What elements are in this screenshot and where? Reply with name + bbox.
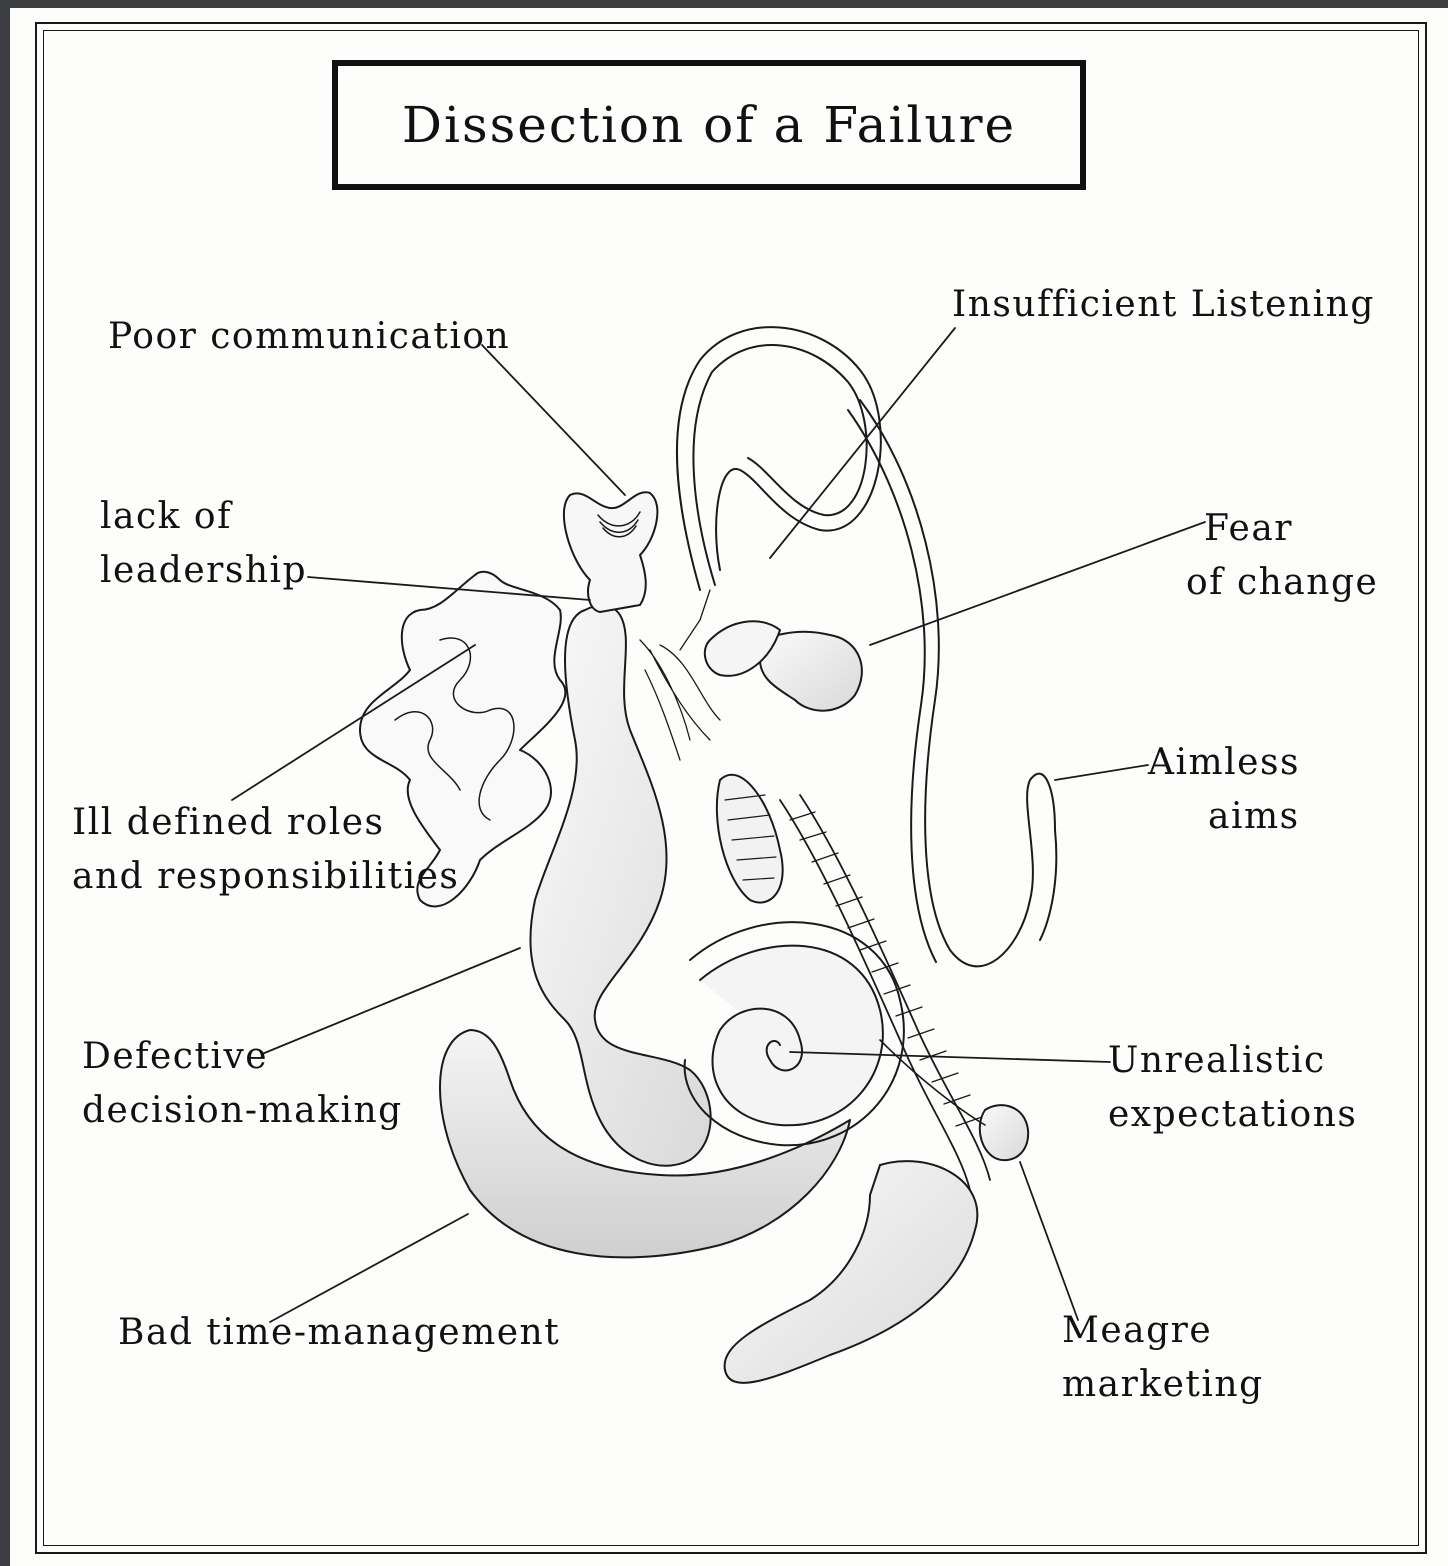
branch-vessels bbox=[640, 590, 720, 760]
leader-insufficient-listening bbox=[770, 328, 955, 558]
label-poor-communication-text: Poor communication bbox=[108, 310, 510, 364]
label-lack-of-leadership-line1: lack of bbox=[100, 490, 307, 544]
label-meagre-line1: Meagre bbox=[1062, 1304, 1264, 1358]
label-aimless-line1: Aimless bbox=[1148, 736, 1300, 790]
label-insufficient-listening: Insufficient Listening bbox=[952, 278, 1375, 332]
label-ill-defined-roles-line2: and responsibilities bbox=[72, 850, 459, 904]
organ-marketing-bulb bbox=[980, 1105, 1028, 1160]
tube-loop-upper-inner bbox=[693, 345, 866, 585]
label-poor-communication: Poor communication bbox=[108, 310, 510, 364]
label-defective-decision-making: Defective decision-making bbox=[82, 1030, 403, 1138]
label-ill-defined-roles-line1: Ill defined roles bbox=[72, 796, 459, 850]
leader-poor-communication bbox=[482, 345, 625, 495]
organ-throat bbox=[564, 492, 658, 612]
label-lack-of-leadership: lack of leadership bbox=[100, 490, 307, 598]
organ-spiral bbox=[700, 946, 883, 1126]
label-unrealistic-line1: Unrealistic bbox=[1108, 1034, 1357, 1088]
label-ill-defined-roles: Ill defined roles and responsibilities bbox=[72, 796, 459, 904]
label-bad-time-management: Bad time-management bbox=[118, 1306, 560, 1360]
leader-fear-of-change bbox=[870, 522, 1205, 645]
label-lack-of-leadership-line2: leadership bbox=[100, 544, 307, 598]
label-aimless-line2: aims bbox=[1148, 790, 1300, 844]
label-meagre-line2: marketing bbox=[1062, 1358, 1264, 1412]
label-bad-time-text: Bad time-management bbox=[118, 1306, 560, 1360]
label-unrealistic-expectations: Unrealistic expectations bbox=[1108, 1034, 1357, 1142]
label-aimless-aims: Aimless aims bbox=[1148, 736, 1300, 844]
label-insufficient-listening-text: Insufficient Listening bbox=[952, 278, 1375, 332]
label-defective-line2: decision-making bbox=[82, 1084, 403, 1138]
label-defective-line1: Defective bbox=[82, 1030, 403, 1084]
leader-aimless-aims bbox=[1055, 765, 1148, 780]
label-fear-line2: of change bbox=[1186, 556, 1378, 610]
tube-long-right-inner bbox=[848, 410, 936, 962]
label-fear-of-change: Fear of change bbox=[1186, 502, 1378, 610]
leader-meagre-marketing bbox=[1020, 1162, 1078, 1320]
label-meagre-marketing: Meagre marketing bbox=[1062, 1304, 1264, 1412]
label-unrealistic-line2: expectations bbox=[1108, 1088, 1357, 1142]
label-fear-line1: Fear bbox=[1186, 502, 1378, 556]
